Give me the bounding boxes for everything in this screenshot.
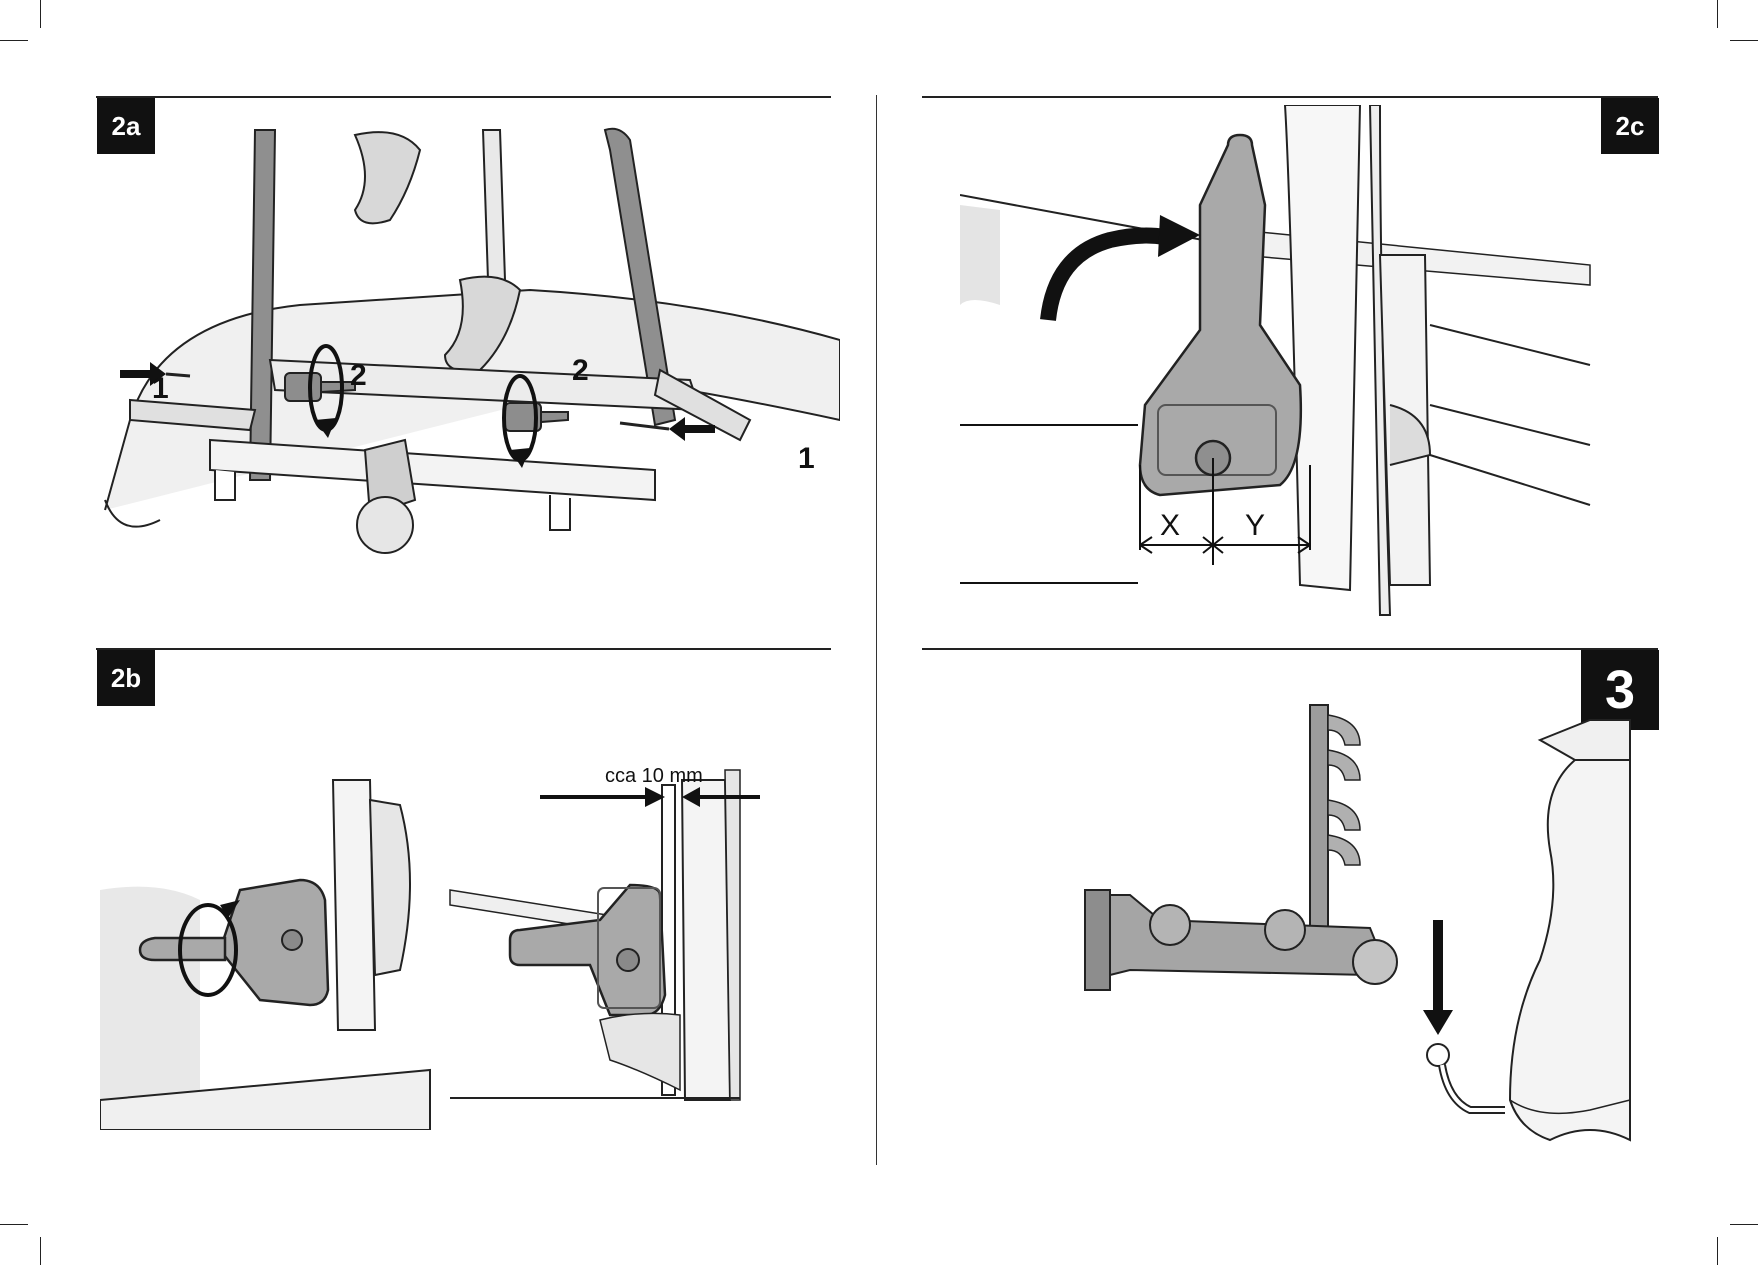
crop-mark [40,1237,41,1265]
section-rule-2c [922,96,1658,98]
section-rule-2a [96,96,831,98]
callout-1-left: 1 [152,372,169,405]
section-rule-3 [922,648,1658,650]
figure-2a-illustration: 1 2 2 1 [100,120,840,620]
crop-mark [1717,0,1718,28]
callout-2-right: 2 [572,354,589,387]
dimension-y-label: Y [1245,509,1265,542]
figure-badge-2b: 2b [97,650,155,706]
curved-arrow-icon [1048,236,1165,320]
figure-2b-illustration: cca 10 mm [100,760,840,1130]
crop-mark [0,1224,28,1225]
callout-2-left: 2 [350,359,367,392]
figure-3-illustration [1070,700,1640,1170]
crop-mark [0,40,28,41]
page-divider [876,95,877,1165]
callout-1-right: 1 [798,442,815,475]
figure-2c-illustration: X Y [960,105,1600,620]
crop-mark [1730,40,1758,41]
figure-badge-2c: 2c [1601,98,1659,154]
dimension-label: cca 10 mm [605,765,703,787]
dimension-x-label: X [1160,509,1180,542]
crop-mark [1717,1237,1718,1265]
crop-mark [40,0,41,28]
straight-arrow-icon [1423,920,1453,1035]
key-icon [285,373,321,401]
crop-mark [1730,1224,1758,1225]
straight-arrow-icon [540,787,665,807]
section-rule-2b [96,648,831,650]
